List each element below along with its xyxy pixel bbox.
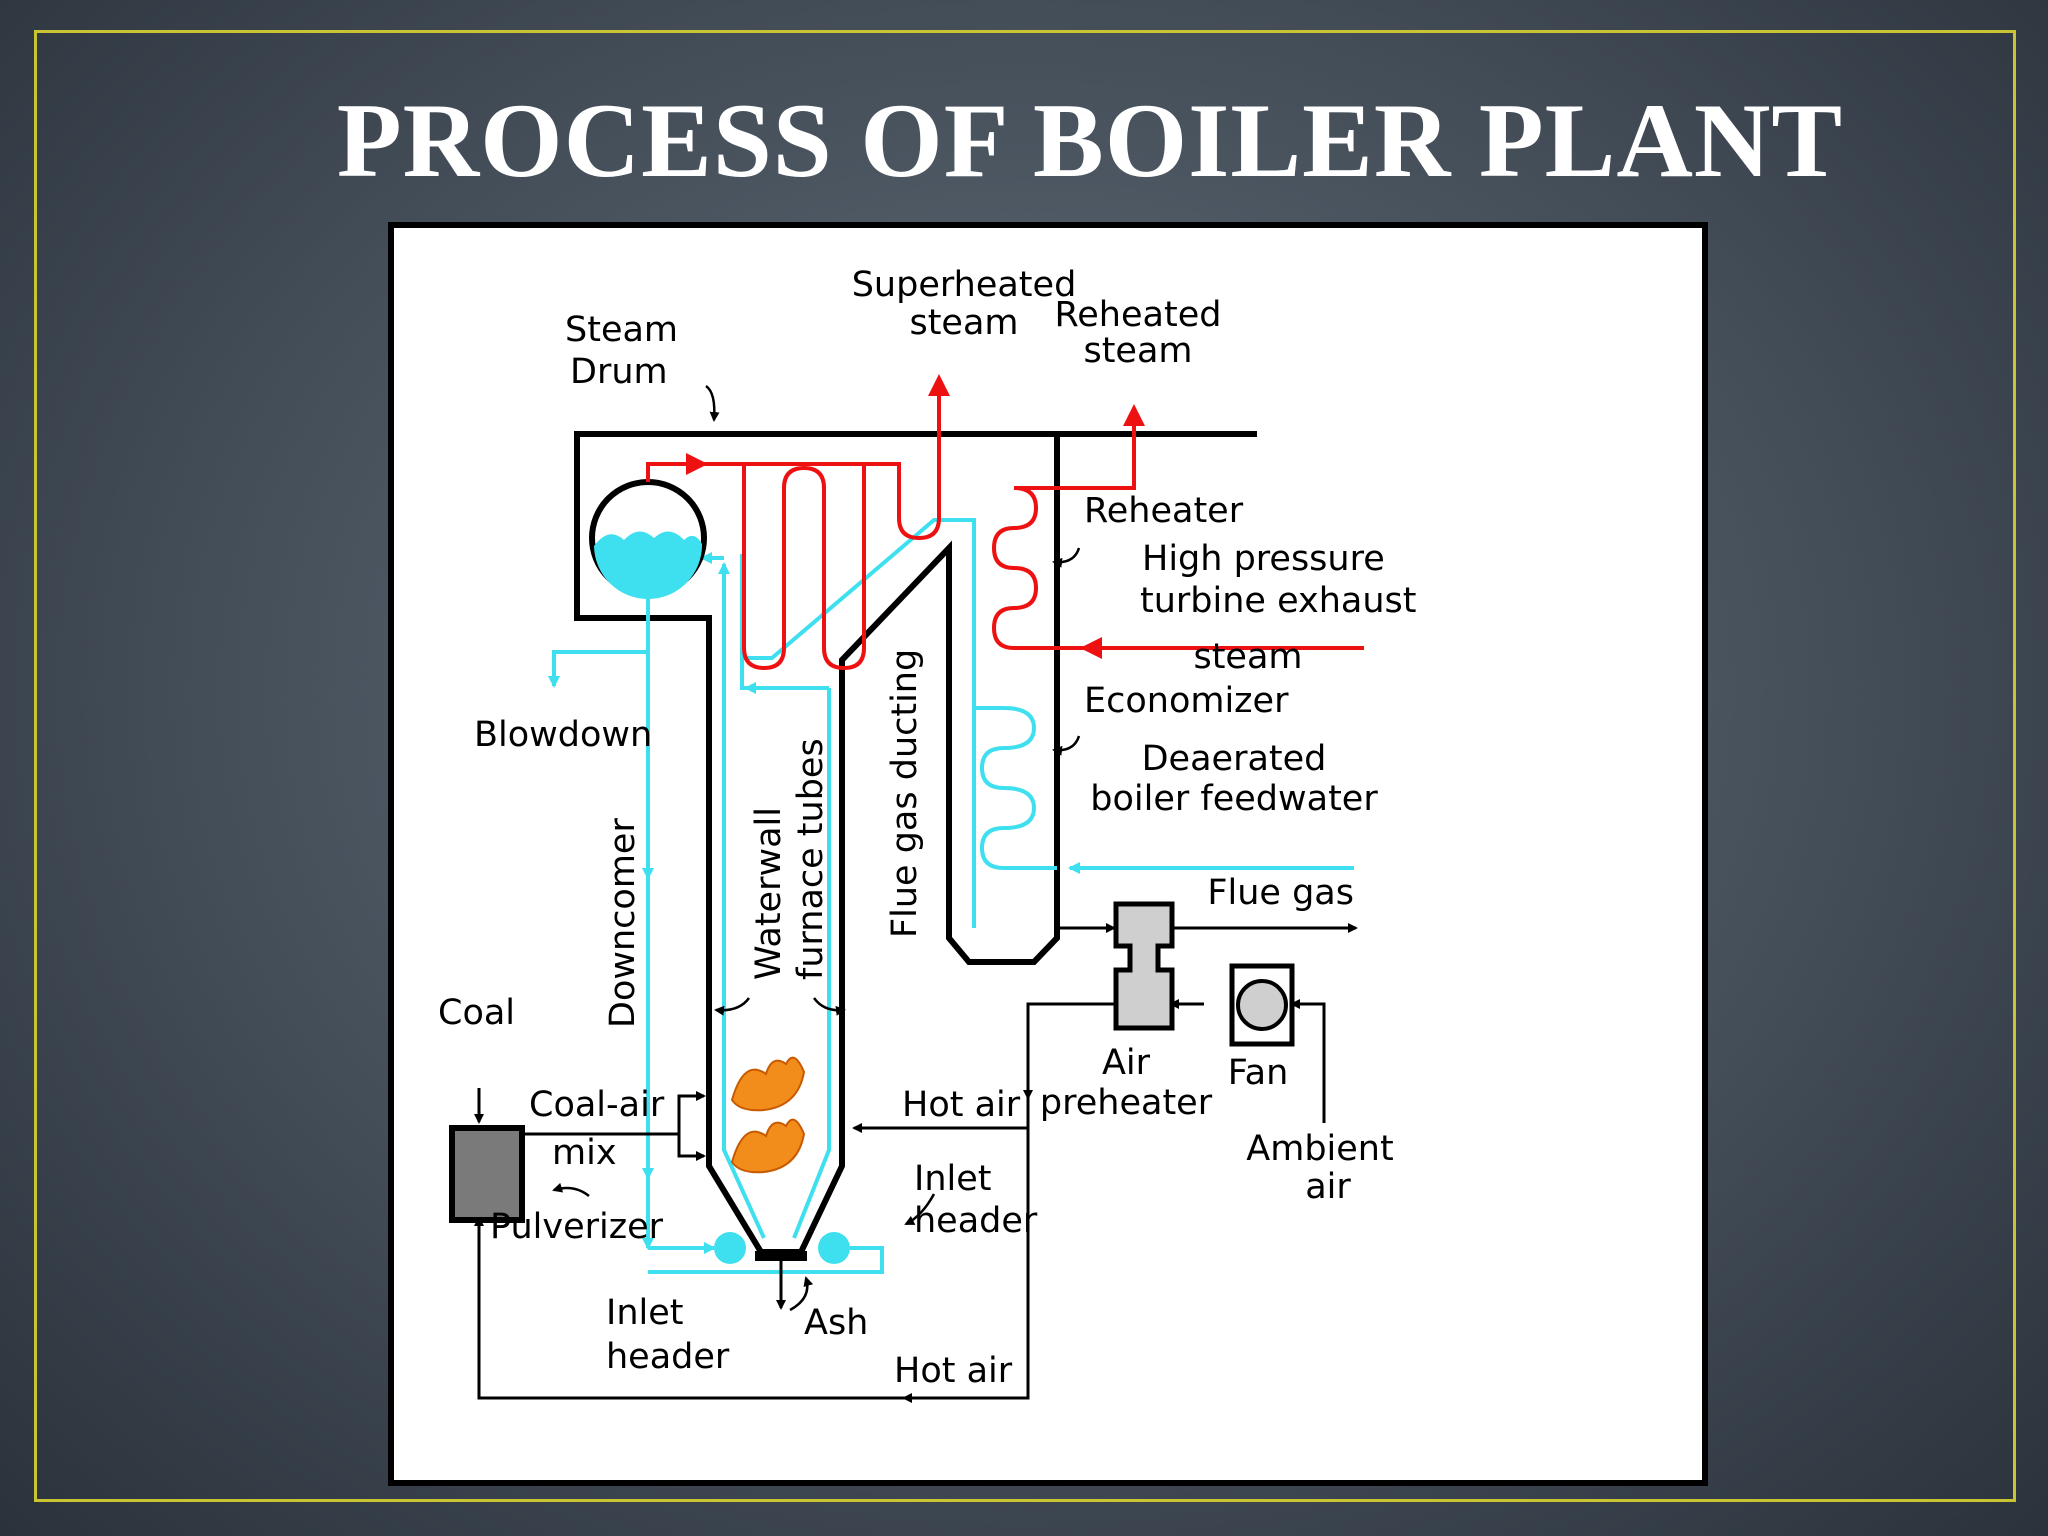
label-ash: Ash [804,1303,868,1343]
label-waterwall-2: furnace tubes [791,738,831,980]
label-downcomer: Downcomer [603,818,643,1028]
label-air-preheater: Air [1102,1043,1151,1083]
water-lines [548,518,1354,1274]
label-inlet-header-left-2: header [606,1337,730,1377]
flame-icon [730,1056,806,1174]
label-feedwater: Deaerated [1142,739,1327,779]
label-reheated: Reheated [1055,295,1222,335]
pulverizer [449,1125,525,1223]
label-steam-drum-2: Drum [570,352,668,392]
label-feedwater-2: boiler feedwater [1090,779,1378,819]
steam-lines [646,374,1364,671]
label-ambient-air-2: air [1305,1167,1351,1207]
label-hp-exhaust-3: steam [1193,637,1302,677]
label-pulverizer: Pulverizer [490,1207,664,1247]
label-coal-air-2: mix [552,1133,617,1173]
label-hp-exhaust-2: turbine exhaust [1140,581,1416,621]
label-steam-drum: Steam [565,310,678,350]
label-economizer: Economizer [1084,681,1289,721]
air-lines [474,923,1358,1403]
label-inlet-header-right: Inlet [914,1159,992,1199]
label-inlet-header-right-2: header [914,1201,1038,1241]
label-hp-exhaust: High pressure [1142,539,1385,579]
label-hot-air-1: Hot air [902,1085,1021,1125]
label-reheater: Reheater [1084,491,1244,531]
label-blowdown: Blowdown [474,715,652,755]
inlet-header-left [714,1232,746,1264]
label-air-preheater-2: preheater [1040,1083,1213,1123]
label-flue-gas-ducting: Flue gas ducting [885,649,925,938]
air-preheater [1113,901,1175,1031]
slide-frame [34,30,2016,1502]
label-hot-air-2: Hot air [894,1351,1013,1391]
label-reheated-2: steam [1083,331,1192,371]
page-title: PROCESS OF BOILER PLANT [336,82,1844,199]
label-superheated-2: steam [909,303,1018,343]
label-inlet-header-left: Inlet [606,1293,684,1333]
fan [1229,963,1295,1047]
label-superheated: Superheated [852,265,1077,305]
label-coal: Coal [438,993,515,1033]
label-fan: Fan [1228,1053,1289,1093]
label-waterwall: Waterwall [749,807,789,980]
inlet-header-right [818,1232,850,1264]
label-ambient-air: Ambient [1246,1129,1393,1169]
boiler-diagram: Steam Drum Superheated steam Reheated st… [388,222,1708,1486]
steam-drum [589,479,707,600]
label-coal-air: Coal-air [529,1085,665,1125]
label-flue-gas: Flue gas [1207,873,1354,913]
